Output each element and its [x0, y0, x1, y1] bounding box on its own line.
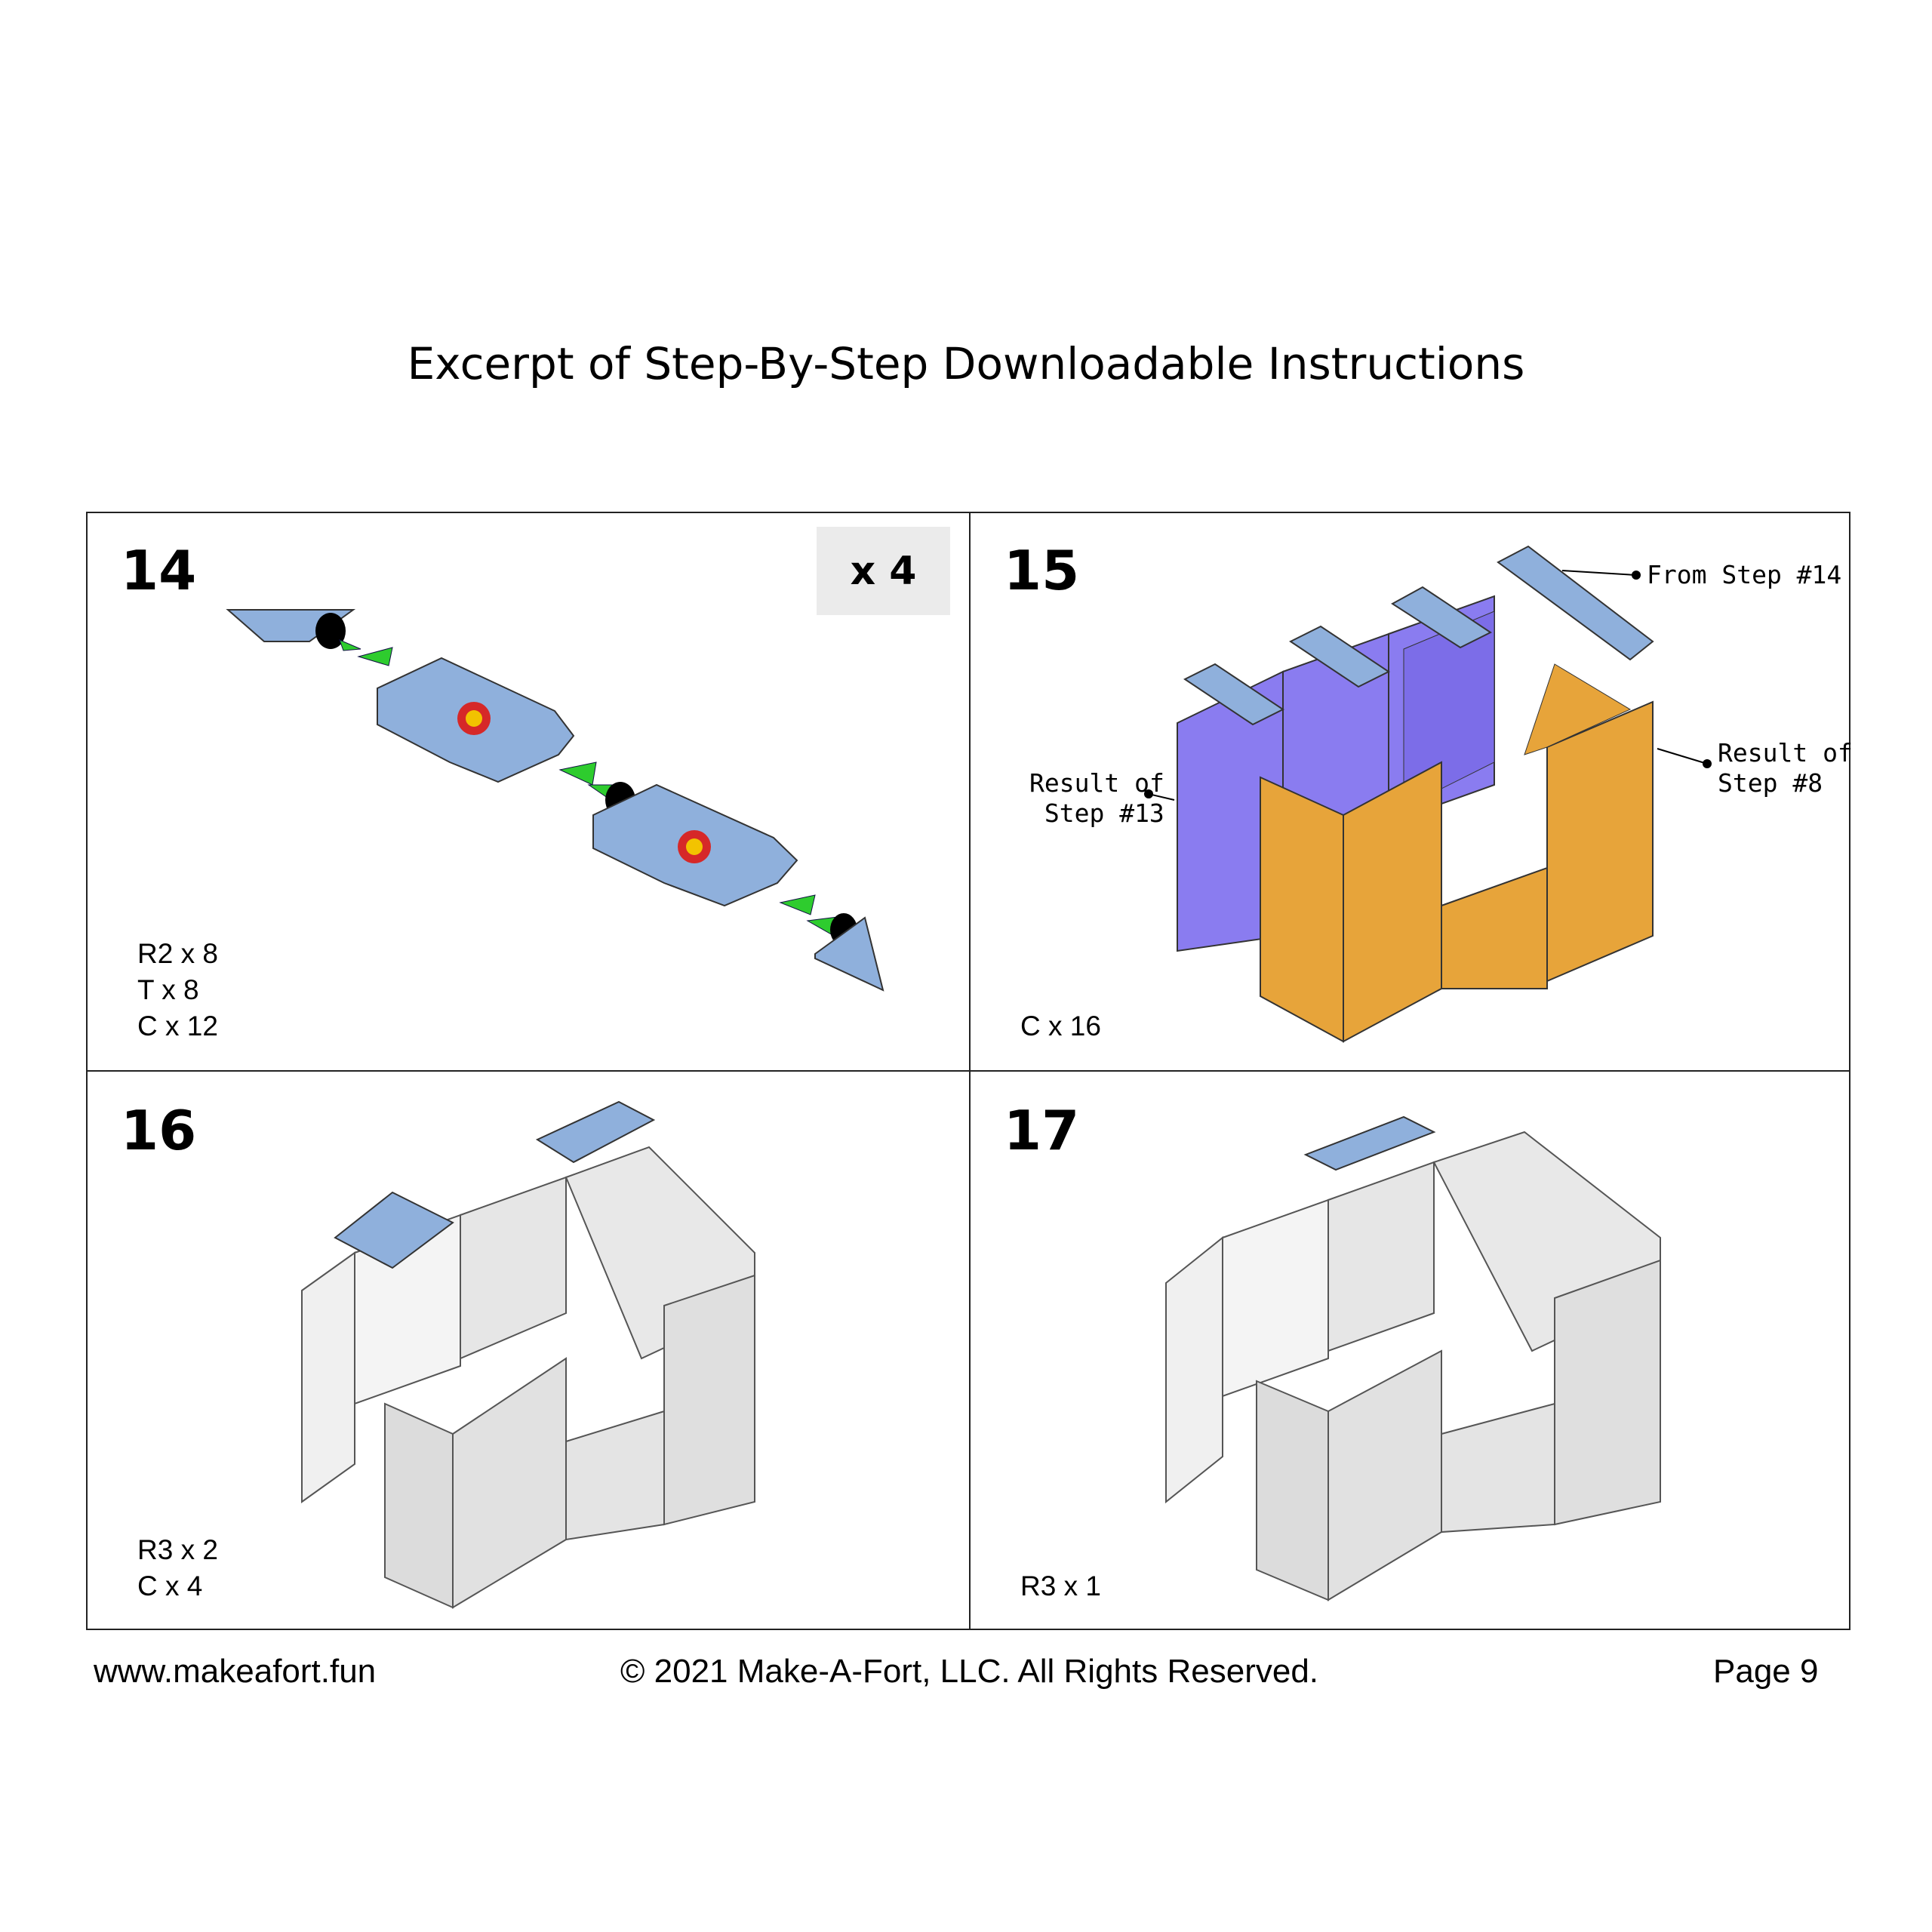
- parts-item: R2 x 8: [137, 938, 218, 969]
- step-16-parts-list: R3 x 2 C x 4: [137, 1532, 218, 1604]
- step-17-parts-list: R3 x 1: [1020, 1568, 1101, 1604]
- step-16-number: 16: [121, 1099, 197, 1162]
- step-15-parts-list: C x 16: [1020, 1008, 1101, 1044]
- step-15-number: 15: [1004, 539, 1080, 602]
- step-14-multiplier-badge: x 4: [817, 527, 950, 615]
- step-14-number: 14: [121, 539, 197, 602]
- footer-copyright: © 2021 Make-A-Fort, LLC. All Rights Rese…: [620, 1653, 1319, 1690]
- parts-item: R3 x 1: [1020, 1571, 1101, 1601]
- footer-page-number: Page 9: [1713, 1653, 1819, 1690]
- callout-from-step-14: From Step #14: [1647, 560, 1842, 589]
- parts-item: C x 12: [137, 1011, 218, 1041]
- step-14-parts-list: R2 x 8 T x 8 C x 12: [137, 936, 218, 1044]
- callout-result-step-8: Result of Step #8: [1718, 738, 1853, 798]
- parts-item: R3 x 2: [137, 1534, 218, 1565]
- parts-item: C x 4: [137, 1571, 203, 1601]
- step-17-number: 17: [1004, 1099, 1080, 1162]
- page-title: Excerpt of Step-By-Step Downloadable Ins…: [407, 338, 1525, 389]
- grid-divider-horizontal: [86, 1070, 1850, 1072]
- footer-website: www.makeafort.fun: [94, 1653, 377, 1690]
- parts-item: C x 16: [1020, 1011, 1101, 1041]
- callout-result-step-13: Result of Step #13: [1029, 768, 1164, 828]
- parts-item: T x 8: [137, 974, 199, 1005]
